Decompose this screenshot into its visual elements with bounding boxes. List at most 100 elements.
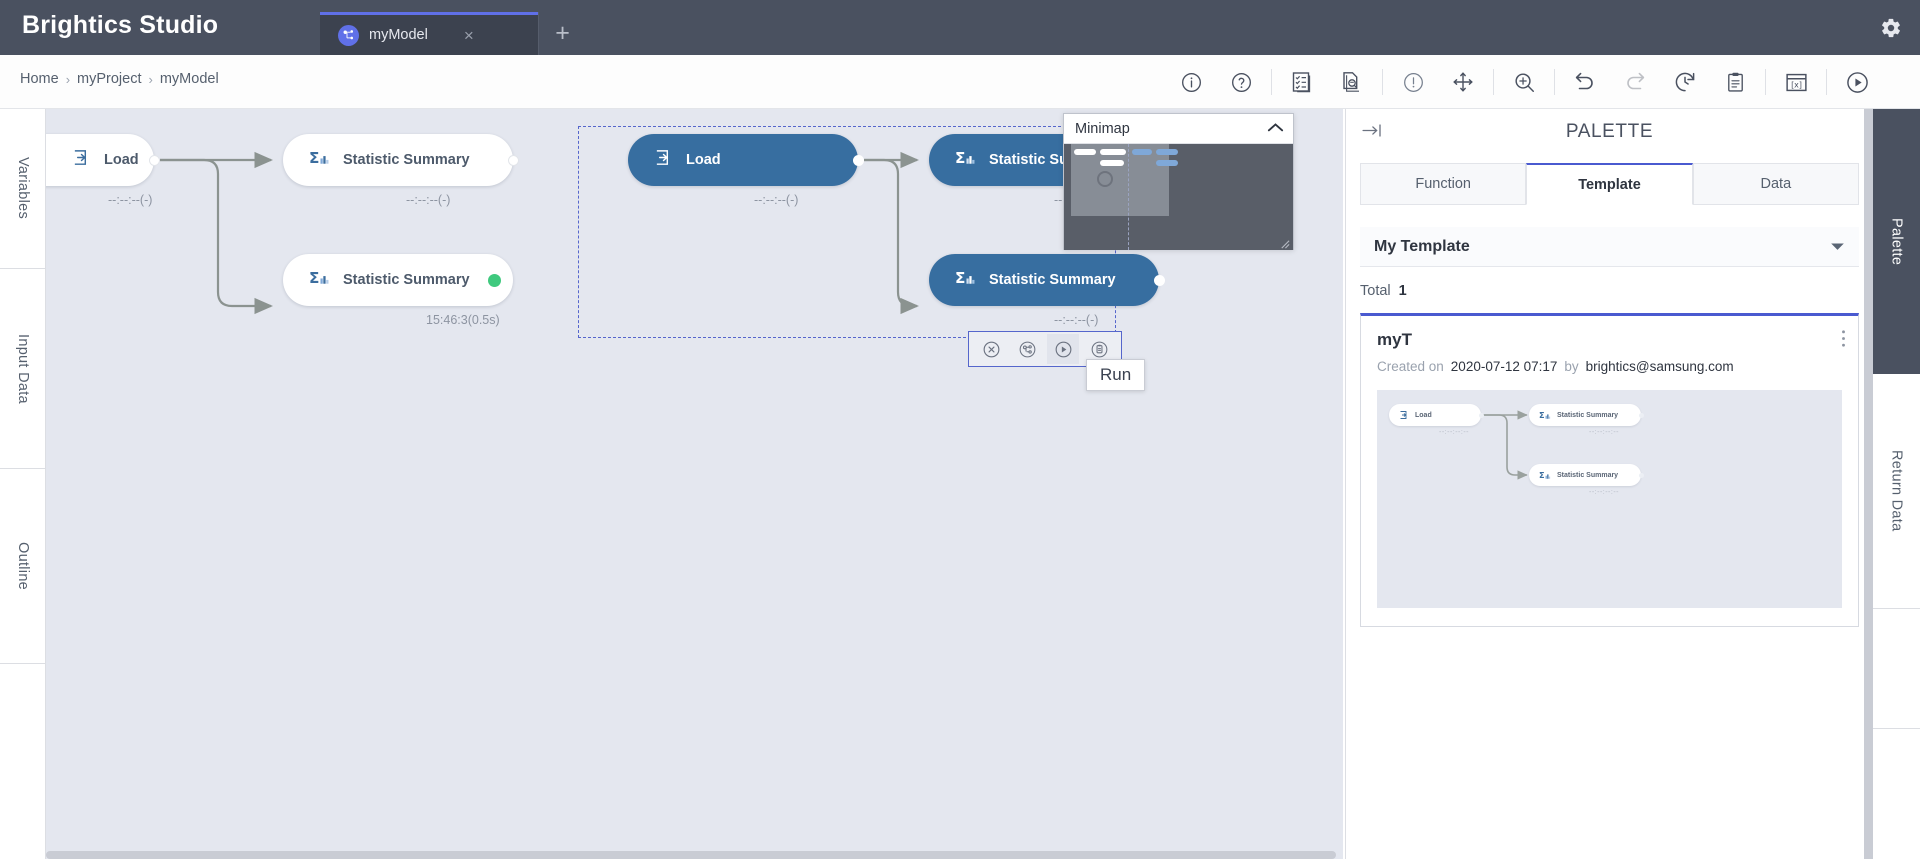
group-model-icon[interactable] bbox=[1011, 334, 1043, 364]
node-load-2[interactable]: Load bbox=[628, 134, 864, 186]
node-timestamp: --:--:--(-) bbox=[754, 193, 799, 207]
minimap-body[interactable] bbox=[1064, 144, 1293, 250]
edge-layer bbox=[160, 151, 919, 315]
run-icon[interactable] bbox=[1832, 55, 1882, 109]
toolbar-divider bbox=[1271, 69, 1272, 95]
svg-text:Σ: Σ bbox=[1539, 470, 1545, 480]
toolbar-divider bbox=[1554, 69, 1555, 95]
minimap-marker bbox=[1097, 171, 1113, 187]
load-icon bbox=[654, 148, 673, 172]
toolbar: [x] bbox=[1166, 55, 1882, 109]
history-icon[interactable] bbox=[1660, 55, 1710, 109]
by-value: brightics@samsung.com bbox=[1585, 359, 1734, 374]
sidebar-item-label: Outline bbox=[15, 541, 31, 591]
breadcrumb-item-model[interactable]: myModel bbox=[159, 71, 219, 87]
clipboard-icon[interactable] bbox=[1710, 55, 1760, 109]
right-sidebar: Palette Return Data bbox=[1873, 109, 1920, 859]
toolbar-divider bbox=[1826, 69, 1827, 95]
node-status-badge bbox=[488, 273, 501, 287]
template-category-select[interactable]: My Template bbox=[1360, 227, 1859, 267]
tab-data[interactable]: Data bbox=[1692, 163, 1859, 205]
preview-node-port bbox=[1478, 412, 1484, 418]
minimap-node bbox=[1156, 160, 1178, 166]
palette-scrollbar[interactable] bbox=[1864, 109, 1873, 859]
scrollbar-thumb[interactable] bbox=[1864, 109, 1873, 859]
node-timestamp: --:--:--(-) bbox=[406, 193, 451, 207]
gear-icon[interactable] bbox=[1876, 13, 1906, 43]
node-timestamp: 15:46:3(0.5s) bbox=[426, 313, 500, 327]
workflow-canvas[interactable]: Load --:--:--(-) Σ Statistic Summary --:… bbox=[46, 109, 1343, 859]
node-timestamp: --:--:--(-) bbox=[108, 193, 153, 207]
help-icon[interactable] bbox=[1216, 55, 1266, 109]
node-statistic-summary-4[interactable]: Σ Statistic Summary bbox=[929, 254, 1165, 306]
sidebar-item-variables[interactable]: Variables bbox=[0, 109, 46, 269]
sidebar-item-label: Variables bbox=[15, 157, 31, 220]
tab-function[interactable]: Function bbox=[1360, 163, 1527, 205]
template-meta: Created on 2020-07-12 07:17 by brightics… bbox=[1377, 359, 1842, 374]
preview-node-port bbox=[1638, 472, 1644, 478]
sidebar-item-empty bbox=[1873, 609, 1920, 729]
breadcrumb-item-project[interactable]: myProject bbox=[77, 71, 142, 87]
minimap-panel[interactable]: Minimap bbox=[1063, 113, 1294, 250]
move-icon[interactable] bbox=[1438, 55, 1488, 109]
breadcrumb-item-home[interactable]: Home bbox=[20, 71, 59, 87]
document-tab-mymodel[interactable]: myModel × bbox=[320, 12, 538, 55]
created-value: 2020-07-12 07:17 bbox=[1450, 359, 1558, 374]
left-sidebar: Variables Input Data Outline bbox=[0, 109, 46, 859]
delete-circle-icon[interactable] bbox=[975, 334, 1007, 364]
node-output-port[interactable] bbox=[148, 154, 160, 166]
node-label: Load bbox=[104, 152, 139, 168]
node-output-port[interactable] bbox=[1153, 274, 1165, 286]
warning-icon[interactable] bbox=[1388, 55, 1438, 109]
created-label: Created on bbox=[1377, 359, 1444, 374]
preview-node-label: Statistic Summary bbox=[1557, 411, 1619, 419]
minimap-node bbox=[1100, 149, 1126, 155]
total-value: 1 bbox=[1398, 283, 1407, 299]
breadcrumb: Home › myProject › myModel bbox=[20, 71, 219, 87]
node-statistic-summary-2[interactable]: Σ Statistic Summary bbox=[283, 254, 513, 306]
undo-icon[interactable] bbox=[1560, 55, 1610, 109]
node-output-port[interactable] bbox=[507, 154, 519, 166]
toolbar-divider bbox=[1382, 69, 1383, 95]
node-output-port[interactable] bbox=[852, 154, 864, 166]
sidebar-item-input-data[interactable]: Input Data bbox=[0, 269, 46, 469]
sub-bar: Home › myProject › myModel bbox=[0, 55, 1920, 109]
select-value: My Template bbox=[1374, 237, 1470, 255]
variable-icon[interactable]: [x] bbox=[1771, 55, 1821, 109]
info-icon[interactable] bbox=[1166, 55, 1216, 109]
scrollbar-thumb[interactable] bbox=[46, 851, 1336, 859]
sidebar-item-outline[interactable]: Outline bbox=[0, 469, 46, 664]
add-tab-button[interactable]: + bbox=[538, 12, 586, 55]
resize-handle-icon[interactable] bbox=[1279, 236, 1290, 249]
template-card-myt[interactable]: myT Created on 2020-07-12 07:17 by brigh… bbox=[1360, 313, 1859, 627]
collapse-right-icon[interactable] bbox=[1362, 123, 1383, 143]
chevron-down-icon[interactable] bbox=[1830, 238, 1845, 256]
report-circle-icon[interactable] bbox=[1083, 334, 1115, 364]
chevron-up-icon[interactable] bbox=[1267, 120, 1284, 138]
run-circle-icon[interactable] bbox=[1047, 334, 1079, 364]
document-search-icon[interactable] bbox=[1327, 55, 1377, 109]
minimap-node bbox=[1074, 149, 1096, 155]
sidebar-item-label: Input Data bbox=[15, 333, 31, 404]
load-icon bbox=[72, 148, 91, 172]
sidebar-item-return-data[interactable]: Return Data bbox=[1873, 374, 1920, 609]
zoom-in-icon[interactable] bbox=[1499, 55, 1549, 109]
page-title: PALETTE bbox=[1565, 121, 1654, 142]
minimap-header: Minimap bbox=[1064, 114, 1293, 144]
sidebar-item-palette[interactable]: Palette bbox=[1873, 109, 1920, 374]
minimap-viewport[interactable] bbox=[1071, 144, 1169, 216]
node-label: Statistic Summary bbox=[343, 272, 470, 288]
node-load-1[interactable]: Load bbox=[46, 134, 160, 186]
preview-node-label: Statistic Summary bbox=[1557, 471, 1619, 479]
more-options-icon[interactable] bbox=[1841, 329, 1846, 353]
minimap-node bbox=[1132, 149, 1152, 155]
preview-node-label: Load bbox=[1415, 411, 1432, 419]
node-statistic-summary-1[interactable]: Σ Statistic Summary bbox=[283, 134, 519, 186]
toolbar-divider bbox=[1765, 69, 1766, 95]
close-icon[interactable]: × bbox=[463, 25, 474, 45]
task-list-icon[interactable] bbox=[1277, 55, 1327, 109]
redo-icon[interactable] bbox=[1610, 55, 1660, 109]
tab-template[interactable]: Template bbox=[1526, 163, 1693, 205]
canvas-horizontal-scrollbar[interactable] bbox=[46, 851, 1343, 859]
toolbar-divider bbox=[1493, 69, 1494, 95]
